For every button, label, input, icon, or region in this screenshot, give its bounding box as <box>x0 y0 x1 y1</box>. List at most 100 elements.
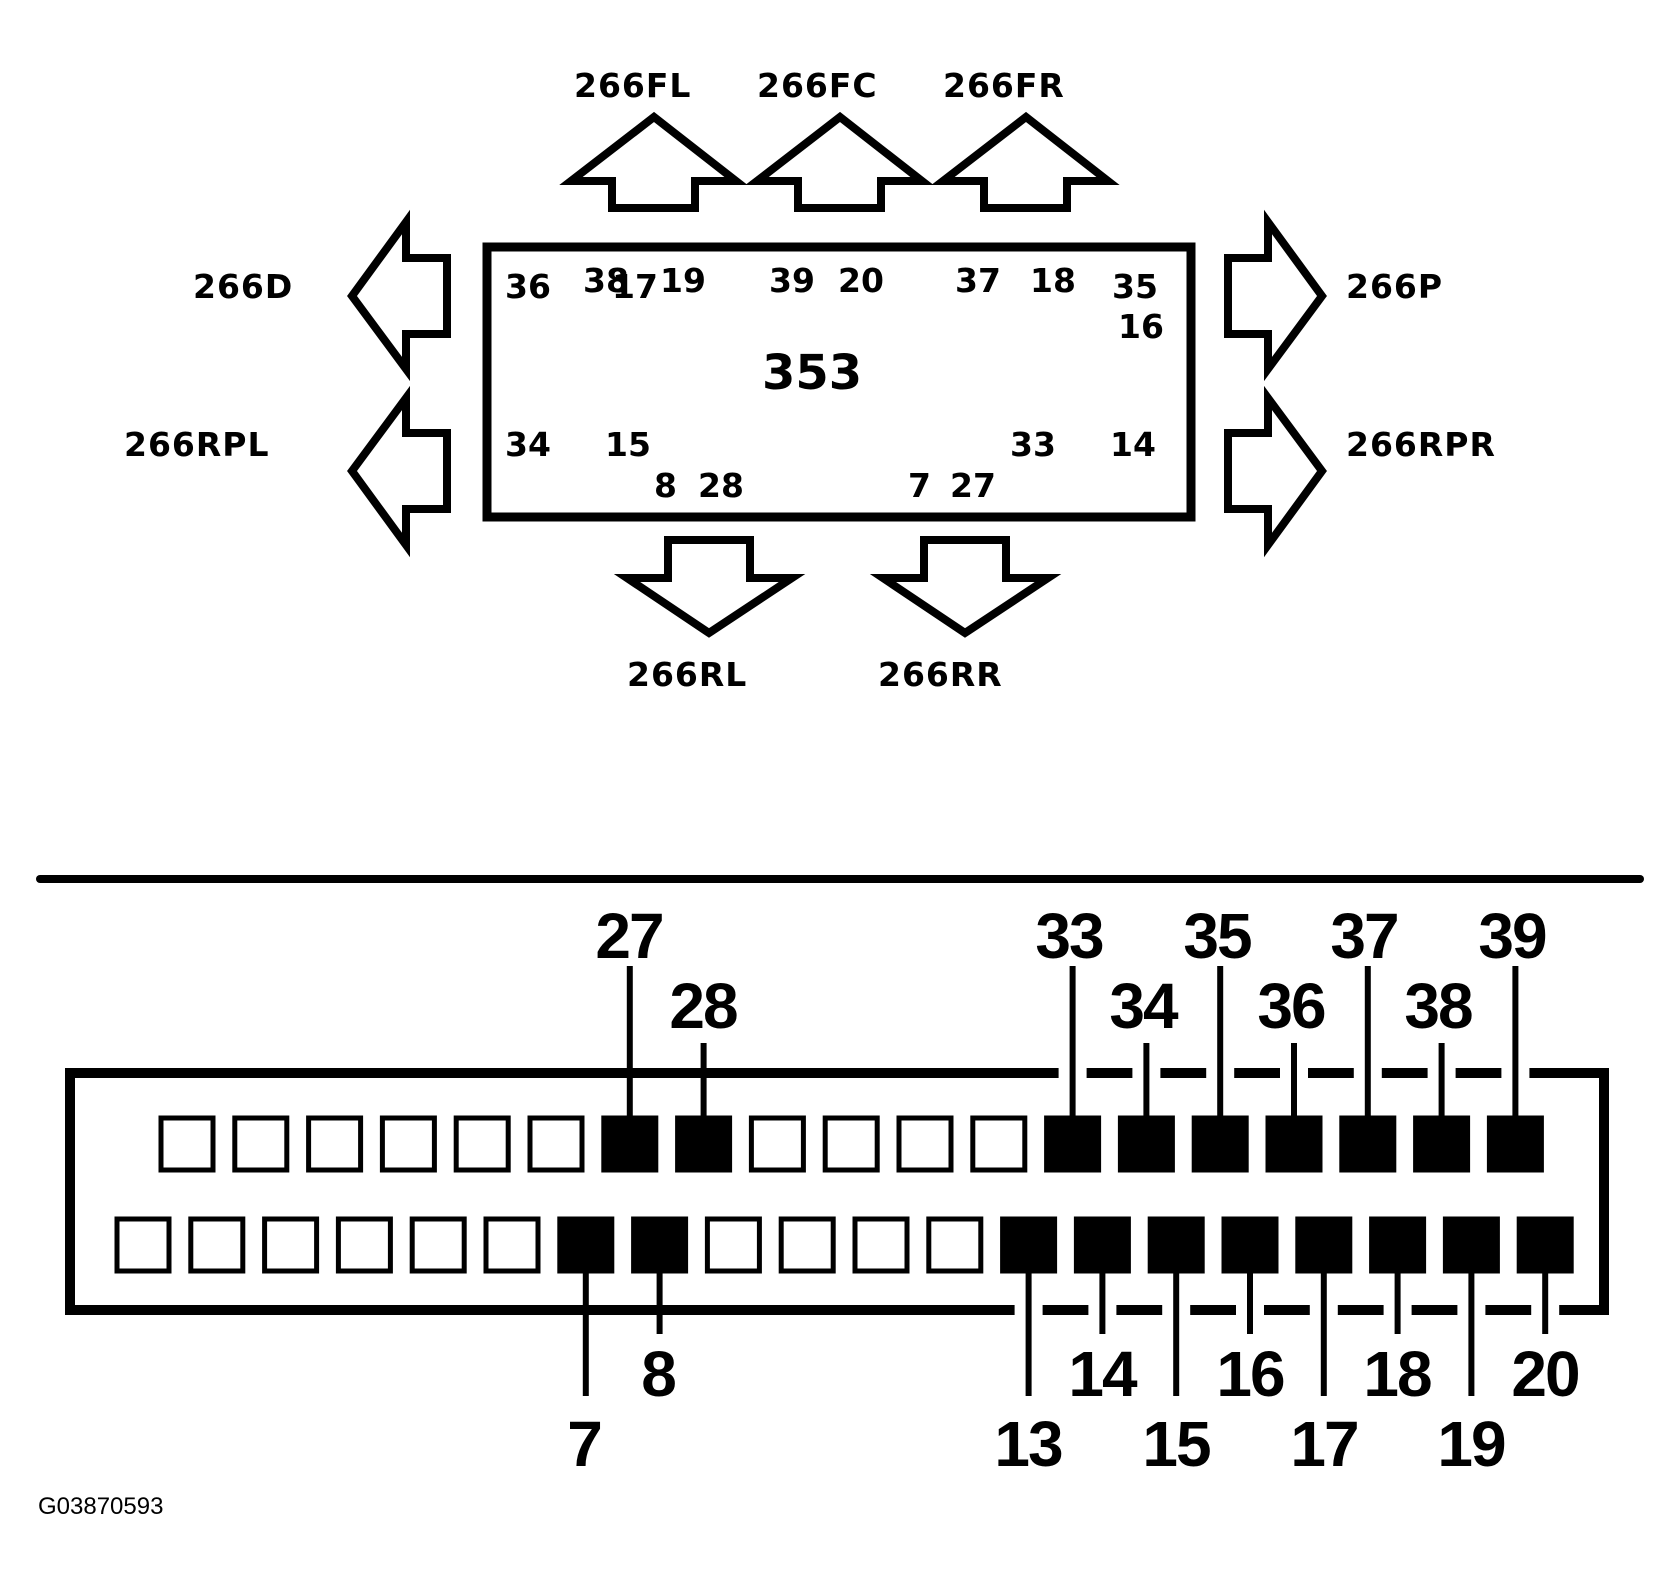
pin-cavity-35 <box>1191 1115 1249 1173</box>
box-pin-37: 37 <box>955 261 1001 300</box>
pin-cavity-9 <box>704 1216 762 1274</box>
box-pin-14: 14 <box>1110 425 1156 464</box>
pin-cavity-16 <box>1221 1216 1279 1274</box>
box-pin-18: 18 <box>1030 261 1076 300</box>
pin-label-13: 13 <box>994 1408 1062 1480</box>
connector-face <box>65 966 1609 1396</box>
pin-label-17: 17 <box>1290 1408 1357 1480</box>
box-pin-34: 34 <box>505 425 551 464</box>
pin-cavity-37 <box>1339 1115 1397 1173</box>
pin-label-7: 7 <box>567 1408 601 1480</box>
pin-cavity-15 <box>1147 1216 1205 1274</box>
box-pin-27: 27 <box>950 466 996 505</box>
label-266fc: 266FC <box>757 66 878 105</box>
label-266rr: 266RR <box>878 655 1003 694</box>
arrow-266rpl <box>347 385 451 558</box>
arrow-266rpr <box>1224 385 1327 558</box>
pin-cavity-31 <box>896 1115 954 1173</box>
pin-label-38: 38 <box>1404 970 1472 1042</box>
pin-cavity-36 <box>1265 1115 1323 1173</box>
pin-cavity-26 <box>527 1115 585 1173</box>
pin-cavity-18 <box>1369 1216 1427 1274</box>
box-pin-28: 28 <box>698 466 744 505</box>
pin-cavity-13 <box>1000 1216 1058 1274</box>
label-266rpr: 266RPR <box>1346 425 1496 464</box>
box-pin-38: 38 <box>583 261 629 300</box>
pins-top-row <box>158 1115 1544 1173</box>
pin-cavity-23 <box>306 1115 364 1173</box>
pin-label-15: 15 <box>1142 1408 1210 1480</box>
module-label: 353 <box>762 345 862 401</box>
pin-label-8: 8 <box>641 1338 675 1410</box>
pin-label-33: 33 <box>1035 900 1103 972</box>
pin-cavity-29 <box>748 1115 806 1173</box>
label-266fr: 266FR <box>943 66 1065 105</box>
pin-label-36: 36 <box>1257 970 1325 1042</box>
box-pin-33: 33 <box>1010 425 1056 464</box>
pin-cavity-10 <box>778 1216 836 1274</box>
pin-cavity-4 <box>335 1216 393 1274</box>
pin-label-34: 34 <box>1109 970 1179 1042</box>
arrow-266p <box>1224 209 1327 382</box>
arrow-266rl <box>613 536 806 638</box>
pin-label-27: 27 <box>595 900 662 972</box>
pin-cavity-7 <box>557 1216 615 1274</box>
label-266rl: 266RL <box>627 655 747 694</box>
pin-cavity-34 <box>1117 1115 1175 1173</box>
pin-cavity-1 <box>114 1216 172 1274</box>
pin-cavity-39 <box>1486 1115 1544 1173</box>
pin-cavity-38 <box>1413 1115 1471 1173</box>
label-266d: 266D <box>193 267 293 306</box>
box-pin-19: 19 <box>660 261 706 300</box>
pin-cavity-17 <box>1295 1216 1353 1274</box>
figure-code: G03870593 <box>38 1493 163 1520</box>
arrow-266fc <box>745 111 934 212</box>
pin-label-37: 37 <box>1330 900 1397 972</box>
pin-cavity-8 <box>631 1216 689 1274</box>
box-pin-7: 7 <box>908 466 931 505</box>
pin-cavity-21 <box>158 1115 216 1173</box>
pin-cavity-30 <box>822 1115 880 1173</box>
box-pin-35: 35 <box>1112 267 1158 306</box>
pin-cavity-19 <box>1442 1216 1500 1274</box>
connector-outline <box>65 1068 1609 1315</box>
pin-label-20: 20 <box>1511 1338 1578 1410</box>
pin-cavity-28 <box>675 1115 733 1173</box>
arrow-266d <box>347 209 451 382</box>
pin-cavity-12 <box>926 1216 984 1274</box>
pin-label-16: 16 <box>1216 1338 1284 1410</box>
pin-label-35: 35 <box>1183 900 1251 972</box>
pin-cavity-14 <box>1073 1216 1131 1274</box>
pins-bottom-row <box>114 1216 1574 1274</box>
module-box <box>482 242 1196 522</box>
box-pin-15: 15 <box>605 425 651 464</box>
pin-label-14: 14 <box>1068 1338 1138 1410</box>
arrow-266rr <box>869 536 1062 638</box>
label-266p: 266P <box>1346 267 1443 306</box>
pin-cavity-24 <box>379 1115 437 1173</box>
box-pin-8: 8 <box>654 466 677 505</box>
label-266fl: 266FL <box>574 66 691 105</box>
pin-cavity-6 <box>483 1216 541 1274</box>
pin-cavity-32 <box>970 1115 1028 1173</box>
box-pin-20: 20 <box>838 261 884 300</box>
box-pin-17: 17 <box>612 267 658 306</box>
pin-cavity-25 <box>453 1115 511 1173</box>
pin-cavity-33 <box>1044 1115 1102 1173</box>
arrow-266fl <box>559 111 748 212</box>
pin-label-39: 39 <box>1478 900 1546 972</box>
pin-cavity-27 <box>601 1115 659 1173</box>
box-pin-16: 16 <box>1118 307 1164 346</box>
pin-cavity-3 <box>262 1216 320 1274</box>
pin-cavity-5 <box>409 1216 467 1274</box>
box-pin-36: 36 <box>505 267 551 306</box>
pin-cavity-22 <box>232 1115 290 1173</box>
pin-leader-lines <box>582 966 1549 1396</box>
box-pin-39: 39 <box>769 261 815 300</box>
pin-label-18: 18 <box>1363 1338 1431 1410</box>
pin-label-28: 28 <box>669 970 737 1042</box>
arrow-266fr <box>931 111 1120 212</box>
pin-label-19: 19 <box>1437 1408 1505 1480</box>
pin-cavity-2 <box>188 1216 246 1274</box>
